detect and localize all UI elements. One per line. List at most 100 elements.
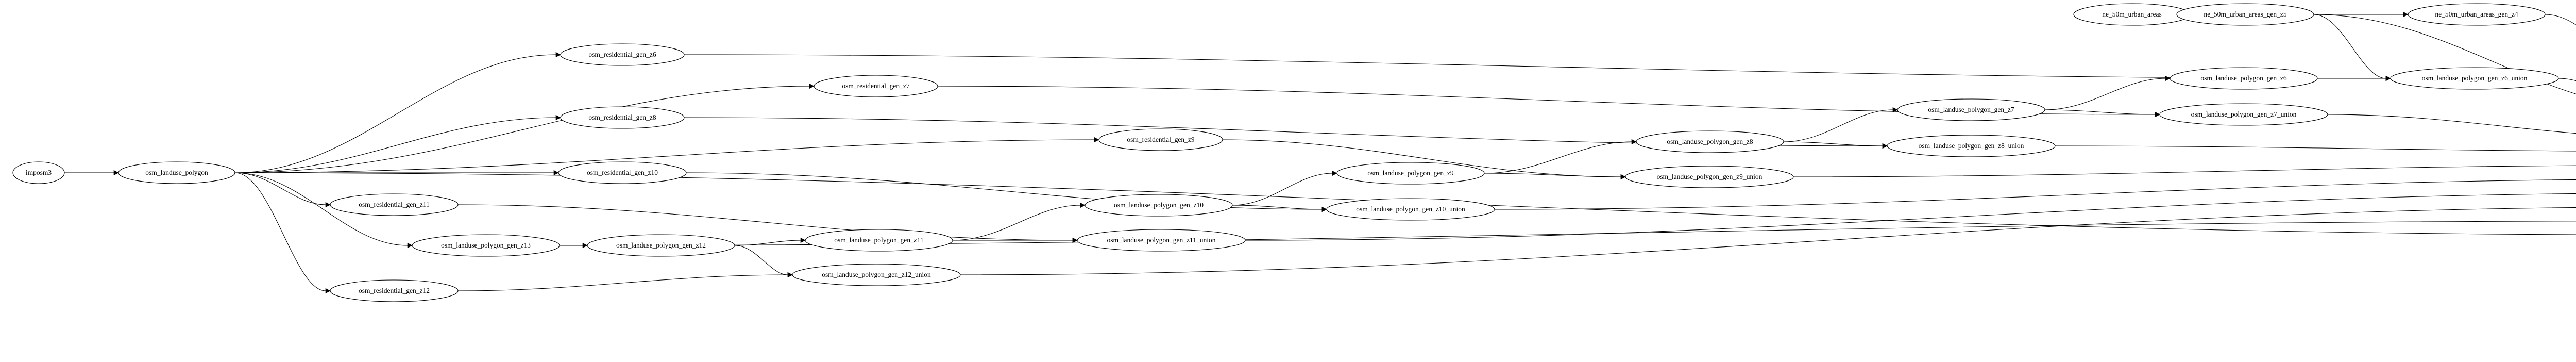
arrowhead-icon	[1094, 137, 1099, 143]
node-osm_landuse_polygon_gen_z8[interactable]: osm_landuse_polygon_gen_z8	[1636, 130, 1784, 153]
node-osm_landuse_polygon_gen_z11_union[interactable]: osm_landuse_polygon_gen_z11_union	[1077, 229, 1246, 252]
edge-ne_50m_urban_areas_gen_z5-to-osm_landuse_polygon_gen_z6_union	[2313, 14, 2386, 79]
arrowhead-icon	[555, 52, 561, 58]
edge-osm_landuse_polygon_gen_z8_union-to-layer_landuse-z8	[2055, 145, 2576, 152]
arrowhead-icon	[407, 242, 413, 249]
node-shape-osm_residential_gen_z11	[330, 193, 459, 216]
node-osm_landuse_polygon_gen_z9[interactable]: osm_landuse_polygon_gen_z9	[1336, 162, 1485, 185]
node-osm_landuse_polygon_gen_z10[interactable]: osm_landuse_polygon_gen_z10	[1084, 194, 1233, 217]
node-shape-osm_residential_gen_z8	[560, 106, 685, 129]
node-label-osm_residential_gen_z6: osm_residential_gen_z6	[588, 51, 656, 58]
node-label-osm_residential_gen_z12: osm_residential_gen_z12	[359, 287, 430, 294]
arrowhead-icon	[800, 237, 806, 243]
edge-osm_landuse_polygon-to-osm_residential_gen_z7	[234, 86, 810, 173]
node-label-imposm3: imposm3	[26, 169, 52, 176]
node-shape-osm_landuse_polygon_gen_z12_union	[792, 264, 961, 286]
node-shape-osm_landuse_polygon_gen_z9_union	[1625, 166, 1794, 188]
node-label-osm_residential_gen_z11: osm_residential_gen_z11	[359, 201, 429, 208]
node-osm_landuse_polygon_gen_z12_union[interactable]: osm_landuse_polygon_gen_z12_union	[792, 264, 961, 286]
node-label-osm_landuse_polygon_gen_z8_union: osm_landuse_polygon_gen_z8_union	[1919, 142, 2024, 150]
edge-osm_residential_gen_z9-to-osm_landuse_polygon_gen_z9_union	[1222, 139, 1621, 177]
arrowhead-icon	[555, 114, 561, 121]
node-osm_landuse_polygon[interactable]: osm_landuse_polygon	[118, 161, 235, 184]
edge-osm_landuse_polygon_gen_z9_union-to-layer_landuse-z9	[1793, 165, 2576, 177]
node-label-osm_residential_gen_z10: osm_residential_gen_z10	[587, 169, 658, 176]
node-ne_50m_urban_areas_gen_z5[interactable]: ne_50m_urban_areas_gen_z5	[2176, 3, 2314, 26]
edge-ne_50m_urban_areas_gen_z4-to-layer_landuse-z4	[2545, 14, 2576, 25]
arrowhead-icon	[1080, 202, 1086, 208]
node-imposm3[interactable]: imposm3	[12, 161, 65, 184]
node-osm_landuse_polygon_gen_z6_union[interactable]: osm_landuse_polygon_gen_z6_union	[2390, 67, 2559, 90]
node-label-osm_residential_gen_z8: osm_residential_gen_z8	[588, 113, 656, 121]
node-osm_landuse_polygon_gen_z13[interactable]: osm_landuse_polygon_gen_z13	[412, 234, 560, 257]
node-shape-osm_landuse_polygon_gen_z13	[412, 234, 560, 257]
node-osm_landuse_polygon_gen_z10_union[interactable]: osm_landuse_polygon_gen_z10_union	[1326, 198, 1495, 221]
node-label-osm_landuse_polygon_gen_z12_union: osm_landuse_polygon_gen_z12_union	[822, 271, 931, 278]
node-shape-osm_landuse_polygon_gen_z9	[1336, 162, 1485, 185]
edge-osm_landuse_polygon-to-osm_residential_gen_z12	[234, 172, 326, 291]
arrowhead-icon	[2385, 75, 2391, 81]
node-label-osm_landuse_polygon_gen_z9_union: osm_landuse_polygon_gen_z9_union	[1657, 173, 1762, 180]
arrowhead-icon	[809, 83, 815, 89]
edge-osm_landuse_polygon_gen_z6_union-to-layer_landuse-z6	[2558, 78, 2576, 81]
edge-osm_landuse_polygon_gen_z11_union-to-layer_landuse-z11	[1245, 193, 2576, 241]
node-label-osm_residential_gen_z7: osm_residential_gen_z7	[842, 82, 909, 90]
edge-osm_landuse_polygon-to-osm_residential_gen_z6	[234, 54, 556, 173]
node-shape-osm_landuse_polygon_gen_z10_union	[1326, 198, 1495, 221]
node-osm_landuse_polygon_gen_z7_union[interactable]: osm_landuse_polygon_gen_z7_union	[2159, 103, 2328, 126]
node-ne_50m_urban_areas[interactable]: ne_50m_urban_areas	[2073, 3, 2191, 26]
node-shape-osm_residential_gen_z12	[330, 279, 459, 302]
node-osm_landuse_polygon_gen_z11[interactable]: osm_landuse_polygon_gen_z11	[805, 229, 953, 252]
node-shape-osm_landuse_polygon	[118, 161, 235, 184]
node-osm_residential_gen_z11[interactable]: osm_residential_gen_z11	[330, 193, 459, 216]
node-label-ne_50m_urban_areas: ne_50m_urban_areas	[2102, 10, 2161, 18]
node-osm_residential_gen_z6[interactable]: osm_residential_gen_z6	[560, 43, 685, 66]
edge-osm_landuse_polygon_gen_z8-to-osm_landuse_polygon_gen_z7	[1783, 109, 1893, 142]
edge-osm_residential_gen_z11-to-osm_landuse_polygon_gen_z11_union	[457, 204, 1073, 241]
arrowhead-icon	[2403, 11, 2409, 18]
node-shape-osm_landuse_polygon_gen_z6_union	[2390, 67, 2559, 90]
edge-osm_residential_gen_z6-to-osm_landuse_polygon_gen_z6_union	[684, 54, 2386, 79]
node-shape-ne_50m_urban_areas_gen_z5	[2176, 3, 2314, 26]
arrowhead-icon	[1882, 143, 1888, 149]
arrowhead-icon	[2165, 75, 2171, 81]
node-ne_50m_urban_areas_gen_z4[interactable]: ne_50m_urban_areas_gen_z4	[2408, 3, 2546, 26]
node-osm_landuse_polygon_gen_z8_union[interactable]: osm_landuse_polygon_gen_z8_union	[1887, 135, 2056, 157]
edge-osm_landuse_polygon-to-osm_landuse_polygon_gen_z13	[234, 172, 408, 246]
arrowhead-icon	[325, 202, 331, 208]
node-osm_residential_gen_z7[interactable]: osm_residential_gen_z7	[814, 75, 938, 97]
edge-osm_landuse_polygon_gen_z9-to-osm_landuse_polygon_gen_z8	[1484, 141, 1632, 174]
edge-osm_landuse_polygon-to-osm_residential_gen_z11	[234, 172, 326, 205]
arrowhead-icon	[1631, 139, 1637, 145]
edge-osm_landuse_polygon-to-osm_residential_gen_z9	[234, 139, 1095, 173]
node-label-osm_landuse_polygon: osm_landuse_polygon	[145, 169, 208, 176]
node-shape-osm_residential_gen_z10	[558, 161, 687, 184]
arrowhead-icon	[787, 272, 793, 278]
edge-osm_landuse_polygon_gen_z11-to-osm_landuse_polygon_gen_z10	[952, 205, 1081, 241]
node-label-osm_landuse_polygon_gen_z13: osm_landuse_polygon_gen_z13	[441, 241, 531, 249]
arrowhead-icon	[325, 288, 331, 294]
node-osm_landuse_polygon_gen_z7[interactable]: osm_landuse_polygon_gen_z7	[1897, 98, 2045, 121]
node-osm_landuse_polygon_gen_z9_union[interactable]: osm_landuse_polygon_gen_z9_union	[1625, 166, 1794, 188]
node-shape-osm_landuse_polygon_gen_z7_union	[2159, 103, 2328, 126]
node-shape-osm_landuse_polygon_gen_z11	[805, 229, 953, 252]
arrowhead-icon	[1332, 170, 1337, 176]
node-osm_residential_gen_z12[interactable]: osm_residential_gen_z12	[330, 279, 459, 302]
node-osm_residential_gen_z9[interactable]: osm_residential_gen_z9	[1098, 128, 1223, 151]
edge-osm_landuse_polygon_gen_z7-to-osm_landuse_polygon_gen_z6	[2044, 78, 2166, 110]
edge-osm_landuse_polygon-to-osm_residential_gen_z8	[234, 117, 556, 173]
node-osm_landuse_polygon_gen_z12[interactable]: osm_landuse_polygon_gen_z12	[587, 234, 735, 257]
node-shape-osm_residential_gen_z9	[1098, 128, 1223, 151]
edge-osm_residential_gen_z12-to-osm_landuse_polygon_gen_z12_union	[457, 274, 788, 291]
node-label-osm_landuse_polygon_gen_z7: osm_landuse_polygon_gen_z7	[1928, 106, 2014, 113]
arrowhead-icon	[113, 170, 119, 176]
edge-osm_landuse_polygon_gen_z12_union-to-layer_landuse-z12	[960, 207, 2576, 275]
node-shape-osm_landuse_polygon_gen_z7	[1897, 98, 2045, 121]
node-osm_landuse_polygon_gen_z6[interactable]: osm_landuse_polygon_gen_z6	[2170, 67, 2318, 90]
arrowhead-icon	[1620, 174, 1626, 180]
node-osm_residential_gen_z8[interactable]: osm_residential_gen_z8	[560, 106, 685, 129]
edge-ne_50m_urban_areas_gen_z5-to-layer_landuse-z5	[2313, 14, 2576, 94]
node-osm_residential_gen_z10[interactable]: osm_residential_gen_z10	[558, 161, 687, 184]
node-label-osm_landuse_polygon_gen_z9: osm_landuse_polygon_gen_z9	[1367, 169, 1453, 177]
